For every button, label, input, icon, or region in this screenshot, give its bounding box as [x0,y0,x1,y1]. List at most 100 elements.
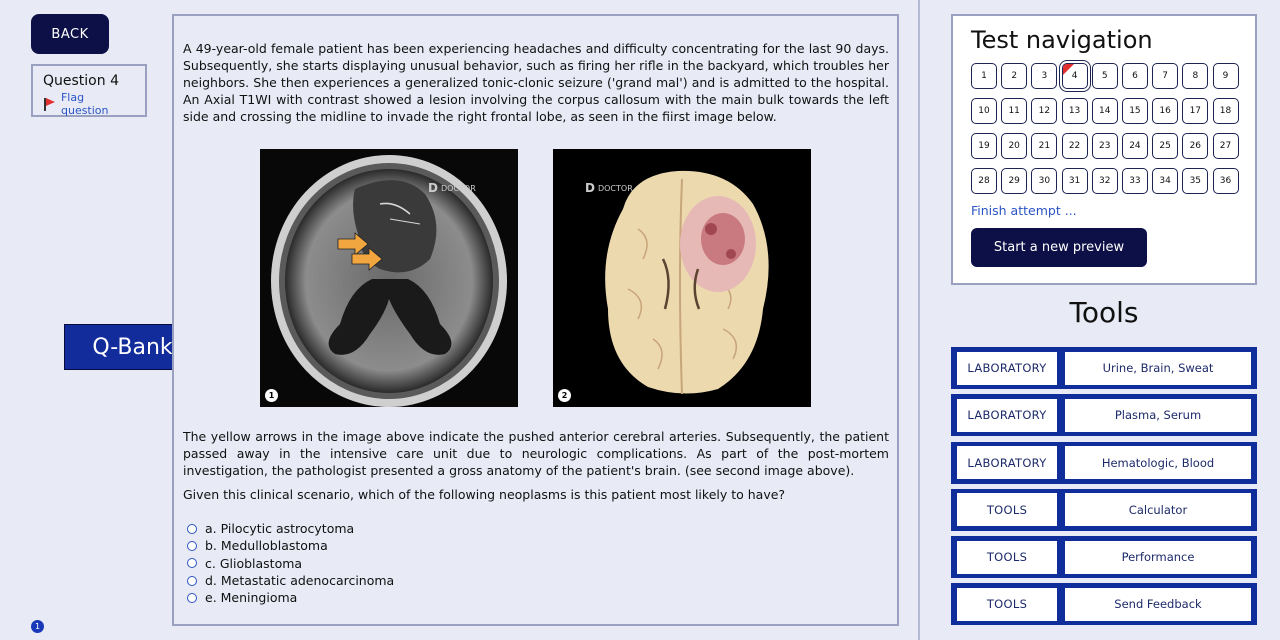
tool-name-button[interactable]: Send Feedback [1065,587,1251,621]
nav-question-30[interactable]: 30 [1031,168,1058,194]
tool-category-button[interactable]: TOOLS [957,540,1057,574]
answer-options: a. Pilocytic astrocytoma b. Medulloblast… [187,520,394,606]
column-divider [918,0,920,640]
nav-question-21[interactable]: 21 [1031,133,1058,159]
doctor-logo-icon: D [428,181,438,195]
answer-option-d[interactable]: d. Metastatic adenocarcinoma [187,572,394,589]
nav-question-29[interactable]: 29 [1001,168,1028,194]
nav-question-8[interactable]: 8 [1182,63,1209,89]
nav-question-11[interactable]: 11 [1001,98,1028,124]
tool-name-button[interactable]: Calculator [1065,493,1251,527]
nav-question-6[interactable]: 6 [1121,63,1148,89]
nav-question-28[interactable]: 28 [971,168,997,194]
nav-question-13[interactable]: 13 [1061,98,1088,124]
nav-question-31[interactable]: 31 [1061,168,1088,194]
nav-question-16[interactable]: 16 [1152,98,1179,124]
nav-question-1[interactable]: 1 [971,63,997,89]
radio-button[interactable] [187,575,197,586]
nav-question-5[interactable]: 5 [1091,63,1118,89]
nav-question-3[interactable]: 3 [1031,63,1058,89]
answer-option-a[interactable]: a. Pilocytic astrocytoma [187,520,394,537]
page-badge[interactable]: 1 [31,620,44,633]
test-navigation-title: Test navigation [971,26,1153,54]
nav-question-15[interactable]: 15 [1121,98,1148,124]
radio-button[interactable] [187,523,197,534]
tool-category-button[interactable]: LABORATORY [957,398,1057,432]
tool-category-button[interactable]: TOOLS [957,493,1057,527]
flag-question-label: Flag question [60,91,109,117]
tool-name-button[interactable]: Performance [1065,540,1251,574]
answer-option-b[interactable]: b. Medulloblastoma [187,537,394,554]
radio-button[interactable] [187,592,197,603]
flag-icon [43,97,55,111]
answer-option-c[interactable]: c. Glioblastoma [187,555,394,572]
radio-button[interactable] [187,558,197,569]
nav-question-2[interactable]: 2 [1001,63,1028,89]
doctor-logo-icon: D [585,181,595,195]
tool-category-button[interactable]: LABORATORY [957,351,1057,385]
nav-question-23[interactable]: 23 [1091,133,1118,159]
nav-question-20[interactable]: 20 [1001,133,1028,159]
question-stem-paragraph-2: The yellow arrows in the image above ind… [183,429,889,478]
radio-button[interactable] [187,540,197,551]
back-button[interactable]: BACK [31,14,109,54]
answer-option-label: a. Pilocytic astrocytoma [205,521,355,537]
tool-category-button[interactable]: LABORATORY [957,446,1057,480]
figure-1-number: 1 [265,389,278,402]
tool-category-button[interactable]: TOOLS [957,587,1057,621]
nav-question-17[interactable]: 17 [1182,98,1209,124]
answer-option-label: c. Glioblastoma [205,555,303,571]
answer-option-e[interactable]: e. Meningioma [187,589,394,606]
nav-question-35[interactable]: 35 [1182,168,1209,194]
nav-question-26[interactable]: 26 [1182,133,1209,159]
nav-question-12[interactable]: 12 [1031,98,1058,124]
nav-question-27[interactable]: 27 [1212,133,1239,159]
tool-name-button[interactable]: Hematologic, Blood [1065,446,1251,480]
question-prompt: Given this clinical scenario, which of t… [183,487,786,502]
nav-question-24[interactable]: 24 [1121,133,1148,159]
finish-attempt-link[interactable]: Finish attempt ... [971,203,1077,218]
question-card: A 49-year-old female patient has been ex… [172,14,899,626]
nav-question-18[interactable]: 18 [1212,98,1239,124]
nav-question-32[interactable]: 32 [1091,168,1118,194]
question-info-box: Question 4 Flag question [31,64,147,117]
nav-question-33[interactable]: 33 [1121,168,1148,194]
answer-option-label: e. Meningioma [205,590,298,606]
nav-question-10[interactable]: 10 [971,98,997,124]
answer-option-label: b. Medulloblastoma [205,538,328,554]
question-stem-paragraph-1: A 49-year-old female patient has been ex… [183,41,889,124]
flag-question-button[interactable]: Flag question [43,91,135,117]
figure-2-number: 2 [558,389,571,402]
nav-question-36[interactable]: 36 [1212,168,1239,194]
question-number: Question 4 [43,73,119,89]
start-new-preview-button[interactable]: Start a new preview [971,228,1147,267]
nav-question-14[interactable]: 14 [1091,98,1118,124]
nav-question-4[interactable]: 4 [1058,60,1091,92]
nav-question-25[interactable]: 25 [1152,133,1179,159]
tool-name-button[interactable]: Plasma, Serum [1065,398,1251,432]
answer-option-label: d. Metastatic adenocarcinoma [205,573,395,589]
nav-question-7[interactable]: 7 [1152,63,1179,89]
mri-brain-illustration [260,149,518,407]
nav-question-19[interactable]: 19 [971,133,997,159]
nav-question-34[interactable]: 34 [1152,168,1179,194]
nav-question-9[interactable]: 9 [1212,63,1239,89]
gross-brain-illustration [553,149,811,407]
tool-name-button[interactable]: Urine, Brain, Sweat [1065,351,1251,385]
nav-question-22[interactable]: 22 [1061,133,1088,159]
tools-title: Tools [1069,296,1139,329]
